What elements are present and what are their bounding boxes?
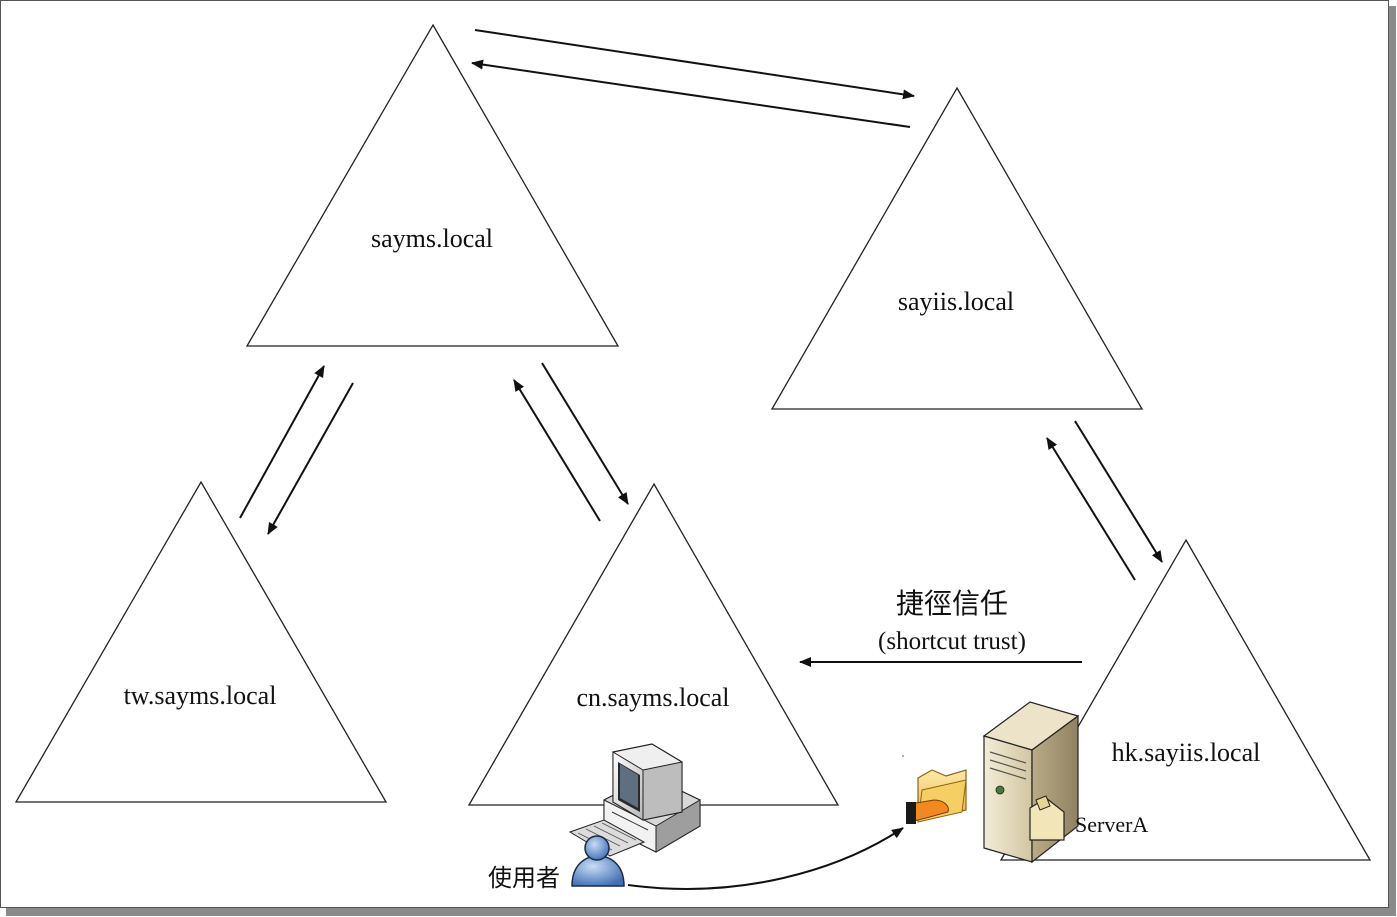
trust-arrow-hk-to-sayiis <box>1046 437 1136 581</box>
trust-arrow-tw-to-sayms <box>239 365 325 519</box>
user-icon <box>571 835 625 887</box>
domain-label-cn: cn.sayms.local <box>576 683 729 712</box>
domain-label-sayms: sayms.local <box>371 224 493 253</box>
domain-label-tw: tw.sayms.local <box>124 681 277 710</box>
domain-label-hk: hk.sayiis.local <box>1112 738 1261 767</box>
computer-icon <box>568 743 701 857</box>
domain-triangle-sayiis <box>770 86 1144 410</box>
user-label: 使用者 <box>488 864 560 892</box>
shared-folder-icon <box>906 769 967 824</box>
domain-triangle-hk <box>999 538 1372 861</box>
user-access-arrow <box>627 827 904 890</box>
trust-arrow-sayms-to-sayiis <box>474 29 915 100</box>
server-folder-icon <box>1029 795 1065 841</box>
shortcut-trust-label-en: (shortcut trust) <box>878 628 1026 655</box>
domain-triangle-tw <box>14 480 388 803</box>
server-label: ServerA <box>1075 812 1148 837</box>
tiny-dot <box>902 755 904 757</box>
trust-arrow-sayiis-to-hk <box>1074 420 1163 563</box>
trust-arrow-sayms-to-tw <box>267 382 354 535</box>
trust-arrow-sayms-to-cn <box>541 362 629 505</box>
trust-arrow-sayiis-to-sayms <box>471 59 911 128</box>
domain-label-sayiis: sayiis.local <box>898 287 1014 316</box>
trust-arrow-cn-to-sayms <box>513 379 601 522</box>
domain-triangle-sayms <box>245 23 620 347</box>
shortcut-trust-label-zh: 捷徑信任 <box>896 587 1008 620</box>
